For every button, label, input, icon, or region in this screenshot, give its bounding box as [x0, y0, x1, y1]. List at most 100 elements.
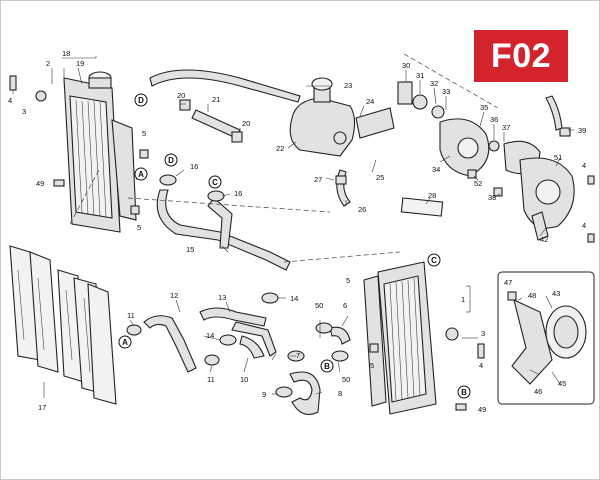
- callout-7: 7: [296, 351, 300, 360]
- hose-15: [156, 189, 291, 271]
- callout-48: 48: [528, 291, 536, 300]
- callout-37: 37: [502, 123, 510, 132]
- callout-15: 15: [186, 245, 194, 254]
- callout-19: 19: [76, 59, 84, 68]
- hose-6: [329, 326, 351, 345]
- water-pump-assembly: [397, 53, 595, 243]
- tank-hose-26: [336, 169, 351, 207]
- ref-b-right: B: [461, 388, 467, 397]
- ref-a-left: A: [138, 170, 144, 179]
- overflow-hose: [149, 69, 301, 103]
- callout-24: 24: [366, 97, 374, 106]
- callout-42: 42: [540, 235, 548, 244]
- clamp-39: [559, 127, 571, 137]
- callout-50b: 50: [342, 375, 350, 384]
- callout-17: 17: [38, 403, 46, 412]
- callout-30: 30: [402, 61, 410, 70]
- callout-51: 51: [554, 153, 562, 162]
- callout-31: 31: [416, 71, 424, 80]
- inset-detail-box: [497, 271, 595, 405]
- callout-5c: 5: [346, 276, 350, 285]
- clamp-50b: [331, 350, 349, 362]
- callout-49b: 49: [478, 405, 486, 414]
- callout-33: 33: [442, 87, 450, 96]
- callout-11b: 11: [207, 375, 215, 384]
- ref-b-lower: B: [324, 362, 330, 371]
- callout-6: 6: [343, 301, 347, 310]
- clamp-14b: [219, 334, 237, 346]
- callout-5d: 5: [370, 361, 374, 370]
- callout-8: 8: [338, 389, 342, 398]
- ref-d-hose: D: [168, 156, 174, 165]
- hose-13: [199, 307, 267, 327]
- clamp-16a: [159, 174, 177, 186]
- right-grommet: [369, 343, 379, 353]
- clamp-11a: [126, 324, 142, 336]
- callout-14b: 14: [206, 331, 214, 340]
- hose-10: [231, 321, 277, 357]
- callout-11a: 11: [127, 311, 135, 320]
- clamp-27: [335, 175, 347, 185]
- clamp-20b: [231, 131, 243, 143]
- radiator-guards: [9, 245, 117, 405]
- callout-25: 25: [376, 173, 384, 182]
- callout-13: 13: [218, 293, 226, 302]
- callout-38: 38: [488, 193, 496, 202]
- callout-46: 46: [534, 387, 542, 396]
- inset-bracket: [507, 291, 587, 385]
- callout-28: 28: [428, 191, 436, 200]
- callout-3b: 3: [481, 329, 485, 338]
- callout-16b: 16: [234, 189, 242, 198]
- ref-d-left: D: [138, 96, 144, 105]
- hose-branch: [239, 335, 265, 359]
- callout-1: 1: [461, 295, 465, 304]
- pump-shaft: [397, 81, 413, 105]
- left-screw: [53, 179, 65, 187]
- callout-2: 2: [46, 59, 50, 68]
- callout-4: 4: [8, 96, 12, 105]
- callout-4b: 4: [479, 361, 483, 370]
- callout-49a: 49: [36, 179, 44, 188]
- reference-markers: D A D C C A B B: [118, 93, 471, 399]
- callout-21: 21: [212, 95, 220, 104]
- grommet-bottom: [130, 205, 140, 215]
- grommet-top: [139, 149, 149, 159]
- callout-10: 10: [240, 375, 248, 384]
- ref-line-c: [283, 251, 401, 263]
- hose-12: [143, 315, 197, 373]
- callout-35: 35: [480, 103, 488, 112]
- callout-3: 3: [22, 107, 26, 116]
- callout-34: 34: [432, 165, 440, 174]
- callout-32: 32: [430, 79, 438, 88]
- callout-14a: 14: [290, 294, 298, 303]
- part-callouts: 1 2 3 3 4 4 5 5 5 5 6 7 8 9 10 11 11 12 …: [8, 49, 586, 414]
- foam-pad-24: [355, 107, 395, 139]
- right-bolt: [477, 343, 485, 359]
- callout-4c: 4: [582, 161, 586, 170]
- callout-39: 39: [578, 126, 586, 135]
- callout-16a: 16: [190, 162, 198, 171]
- callout-5b: 5: [137, 223, 141, 232]
- callout-45: 45: [558, 379, 566, 388]
- right-screw: [455, 403, 467, 411]
- clamp-50a: [315, 322, 333, 334]
- callout-9: 9: [262, 390, 266, 399]
- callout-47: 47: [504, 278, 512, 287]
- callout-23: 23: [344, 81, 352, 90]
- hose-15-branch: [207, 197, 233, 249]
- callout-4d: 4: [582, 221, 586, 230]
- right-washer: [445, 327, 459, 341]
- page-code-badge: F02: [474, 30, 568, 82]
- callout-27: 27: [314, 175, 322, 184]
- callout-43: 43: [552, 289, 560, 298]
- clamp-14a: [261, 292, 279, 304]
- callout-22: 22: [276, 144, 284, 153]
- left-washer: [35, 90, 47, 102]
- callout-36: 36: [490, 115, 498, 124]
- clamp-20a: [179, 99, 191, 111]
- ref-c-hose: C: [212, 178, 218, 187]
- callout-12: 12: [170, 291, 178, 300]
- callout-26: 26: [358, 205, 366, 214]
- expansion-tank: [289, 77, 356, 157]
